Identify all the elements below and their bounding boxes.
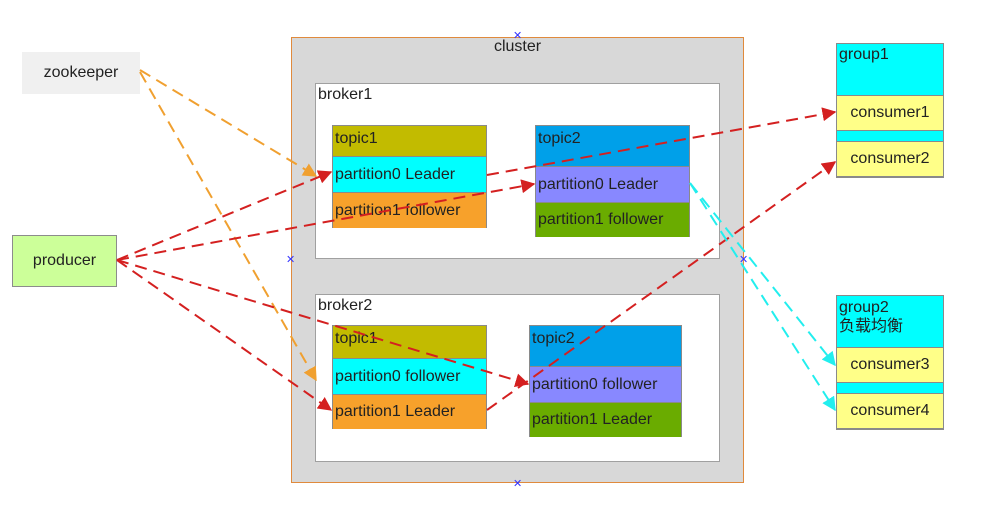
handle-right-marker: ✕ bbox=[739, 254, 749, 266]
broker2-topic2-partition1: partition1 Leader bbox=[530, 402, 681, 437]
group2-subtitle: 负载均衡 bbox=[839, 318, 904, 335]
zk-to-broker2-arrow bbox=[139, 71, 317, 382]
zookeeper-node: zookeeper bbox=[22, 52, 140, 94]
group2: group2 负载均衡 consumer3 consumer4 bbox=[836, 295, 944, 430]
broker1-topic1-partition1: partition1 follower bbox=[333, 192, 486, 228]
broker2-topic1-title: topic1 bbox=[333, 326, 486, 358]
cluster-label: cluster bbox=[493, 38, 542, 55]
broker1-topic1-partition0: partition0 Leader bbox=[333, 156, 486, 192]
consumer2: consumer2 bbox=[837, 141, 943, 177]
handle-left-marker: ✕ bbox=[286, 254, 296, 266]
broker2-topic1: topic1 partition0 follower partition1 Le… bbox=[332, 325, 487, 429]
producer-node: producer bbox=[12, 235, 117, 287]
broker2-topic1-partition0: partition0 follower bbox=[333, 358, 486, 394]
handle-top-marker: ✕ bbox=[513, 30, 523, 42]
group2-title: group2 负载均衡 bbox=[837, 296, 943, 338]
consumer4: consumer4 bbox=[837, 393, 943, 429]
broker1-topic2-partition1: partition1 follower bbox=[536, 202, 689, 237]
broker1-topic1-title: topic1 bbox=[333, 126, 486, 156]
group1: group1 consumer1 consumer2 bbox=[836, 43, 944, 178]
broker1-topic2: topic2 partition0 Leader partition1 foll… bbox=[535, 125, 690, 237]
zk-to-broker1-arrow bbox=[139, 69, 318, 177]
handle-bottom-marker: ✕ bbox=[513, 478, 523, 490]
consumer3: consumer3 bbox=[837, 347, 943, 383]
broker1-topic2-partition0: partition0 Leader bbox=[536, 166, 689, 202]
broker2-topic2-partition0: partition0 follower bbox=[530, 366, 681, 402]
broker2-topic2: topic2 partition0 follower partition1 Le… bbox=[529, 325, 682, 437]
group1-title: group1 bbox=[839, 46, 889, 63]
broker2-label: broker2 bbox=[318, 297, 373, 314]
broker2-topic1-partition1: partition1 Leader bbox=[333, 394, 486, 429]
broker1-topic2-title: topic2 bbox=[536, 126, 689, 166]
broker1-topic1: topic1 partition0 Leader partition1 foll… bbox=[332, 125, 487, 228]
broker1-label: broker1 bbox=[318, 86, 373, 103]
broker2-topic2-title: topic2 bbox=[530, 326, 681, 366]
consumer1: consumer1 bbox=[837, 95, 943, 131]
group2-title-text: group2 bbox=[839, 299, 889, 316]
